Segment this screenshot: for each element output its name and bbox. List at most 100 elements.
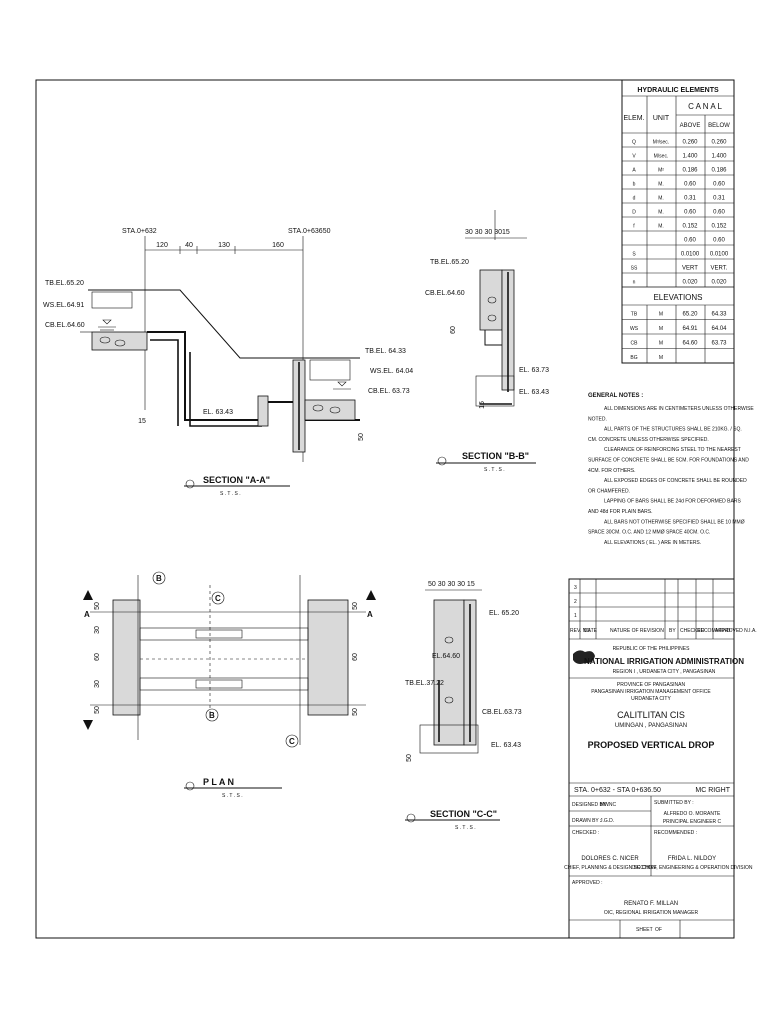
- elev-unit: M: [659, 312, 663, 318]
- hyd-elem: S: [632, 252, 636, 258]
- plan-dim-l5: 50: [94, 706, 101, 714]
- note-line: LAPPING OF BARS SHALL BE 24d FOR DEFORME…: [604, 499, 741, 505]
- cc-el1-label: EL. 65.20: [489, 610, 519, 617]
- aa-ws2-label: WS.EL. 64.04: [370, 368, 413, 375]
- designed-by-label: DESIGNED BY :: [572, 802, 609, 808]
- rev-no-3: 3: [574, 585, 577, 591]
- cc-tb-label: TB.EL.37.22: [405, 680, 444, 687]
- hyd-below: 0.260: [711, 140, 727, 146]
- aa-cb2-label: CB.EL. 63.73: [368, 388, 410, 395]
- hyd-unit: M³/sec.: [653, 140, 669, 146]
- submitted-by-name: ALFREDO O. MORANTE: [664, 811, 721, 817]
- cc-top-dims: 50 30 30 30 15: [428, 581, 475, 588]
- hyd-elem: Q: [632, 140, 636, 146]
- plan-dim-l3: 60: [94, 653, 101, 661]
- hydraulic-elements-table: HYDRAULIC ELEMENTS ELEM. UNIT C A N A L …: [621, 79, 735, 364]
- plan-title: P L A N: [203, 777, 234, 787]
- col-elem-header: ELEM.: [623, 115, 644, 122]
- col-above-header: ABOVE: [680, 123, 701, 129]
- rev-no-1: 1: [574, 613, 577, 619]
- note-line: SPACE 30CM. O.C. AND 12 MMØ SPACE 40CM. …: [588, 530, 710, 536]
- approved-label: APPROVED :: [572, 880, 603, 886]
- elev-below: 63.73: [711, 341, 727, 347]
- note-line: ALL ELEVATIONS ( EL. ) ARE IN METERS.: [604, 540, 701, 546]
- plan-dim-l4: 30: [94, 680, 101, 688]
- hydraulic-title: HYDRAULIC ELEMENTS: [637, 87, 719, 94]
- aa-tb2-label: TB.EL. 64.33: [365, 348, 406, 355]
- approved-name: RENATO F. MILLAN: [624, 901, 678, 907]
- title-block: 3 2 1 REV. NO. DATE NATURE OF REVISION B…: [564, 578, 757, 939]
- hyd-below: 0.0100: [710, 252, 729, 258]
- note-line: CLEARANCE OF REINFORCING STEEL TO THE NE…: [604, 447, 741, 453]
- dim-aa-1: 120: [156, 242, 168, 249]
- elev-unit: M: [659, 341, 663, 347]
- project-location: UMINGAN , PANGASINAN: [615, 723, 687, 729]
- cc-el3-label: EL. 63.43: [491, 742, 521, 749]
- elev-elem: WS: [630, 326, 639, 332]
- section-aa-drawing: STA.0+632 STA.0+63650 120 40 130 160: [43, 228, 413, 497]
- plan-cut-c-bottom: C: [289, 737, 295, 746]
- notes-title: GENERAL NOTES :: [588, 393, 643, 399]
- elev-above: 64.60: [682, 341, 698, 347]
- hyd-below: 1.400: [711, 154, 727, 160]
- office-label: PANGASINAN IRRIGATION MANAGEMENT OFFICE: [591, 689, 711, 695]
- submitted-by-title: PRINCIPAL ENGINEER C: [663, 819, 722, 825]
- plan-dim-r3: 50: [352, 708, 359, 716]
- note-line: SURFACE OF CONCRETE SHALL BE 5CM. FOR FO…: [588, 458, 749, 464]
- bb-dim-15: 15: [479, 401, 486, 409]
- bb-top-dims: 30 30 30 3015: [465, 229, 510, 236]
- plan-scale: S . T . S .: [222, 793, 243, 799]
- aa-el-label: EL. 63.43: [203, 409, 233, 416]
- hyd-below: 0.186: [711, 168, 727, 174]
- section-aa-title: SECTION "A-A": [203, 475, 270, 485]
- aa-tb-label: TB.EL.65.20: [45, 280, 84, 287]
- hyd-above: 0.186: [682, 168, 698, 174]
- note-line: NOTED.: [588, 416, 607, 422]
- section-cc-title: SECTION "C-C": [430, 809, 497, 819]
- recommended-title: OIC CHIEF, ENGINEERING & OPERATION DIVIS…: [631, 865, 752, 871]
- drawn-by-label: DRAWN BY :: [572, 818, 601, 824]
- section-cc-drawing: 50 30 30 30 15 EL. 65.20 EL.64.60 TB.EL.…: [405, 581, 522, 831]
- checked-label: CHECKED :: [572, 830, 599, 836]
- note-line: ALL EXPOSED EDGES OF CONCRETE SHALL BE R…: [604, 478, 747, 484]
- plan-cut-b-top: B: [156, 574, 162, 583]
- bb-el2-label: EL. 63.43: [519, 389, 549, 396]
- station-label: STA. 0+632 - STA 0+636.50: [574, 787, 661, 794]
- province-label: PROVINCE OF PANGASINAN: [617, 682, 686, 688]
- hyd-elem: d: [633, 196, 636, 202]
- plan-drawing: A A B B C C 50 30 60 30 50 50 60 50 P L …: [83, 571, 376, 799]
- bb-tb-label: TB.EL.65.20: [430, 259, 469, 266]
- aa-dim-15: 15: [138, 418, 146, 425]
- rev-no-2: 2: [574, 599, 577, 605]
- hyd-above: 0.0100: [681, 252, 700, 258]
- plan-dim-r2: 60: [352, 653, 359, 661]
- aa-dim-50: 50: [358, 433, 365, 441]
- nia-logo: [573, 650, 595, 664]
- hyd-elem: f: [633, 224, 635, 230]
- hyd-elem: b: [633, 182, 636, 188]
- project-name: CALITLITAN CIS: [617, 710, 685, 720]
- plan-dim-l1: 50: [94, 602, 101, 610]
- bb-cb-label: CB.EL.64.60: [425, 290, 465, 297]
- elev-above: 65.20: [682, 312, 698, 318]
- rev-header-nature: NATURE OF REVISION: [610, 628, 664, 634]
- sta-right-label: STA.0+63650: [288, 228, 331, 235]
- notes-lines: ALL DIMENSIONS ARE IN CENTIMETERS UNLESS…: [588, 406, 754, 546]
- dim-aa-2: 40: [185, 242, 193, 249]
- hyd-above: 0.152: [682, 224, 698, 230]
- dim-aa-4: 160: [272, 242, 284, 249]
- note-line: 4CM. FOR OTHERS.: [588, 468, 636, 474]
- hyd-unit: M.: [658, 224, 664, 230]
- recommended-label: RECOMMENDED :: [654, 830, 697, 836]
- checked-title: CHIEF, PLANNING & DESIGN SECTION: [564, 865, 656, 871]
- elev-elem: BG: [630, 355, 637, 361]
- hyd-below: 0.60: [713, 182, 725, 188]
- rev-header-recommend: RECOMMEND: [697, 628, 731, 634]
- hyd-unit: M.: [658, 210, 664, 216]
- col-below-header: BELOW: [708, 123, 730, 129]
- hyd-above: 0.60: [684, 182, 696, 188]
- of-label: OF: [655, 927, 662, 933]
- hyd-unit: M/sec.: [654, 154, 669, 160]
